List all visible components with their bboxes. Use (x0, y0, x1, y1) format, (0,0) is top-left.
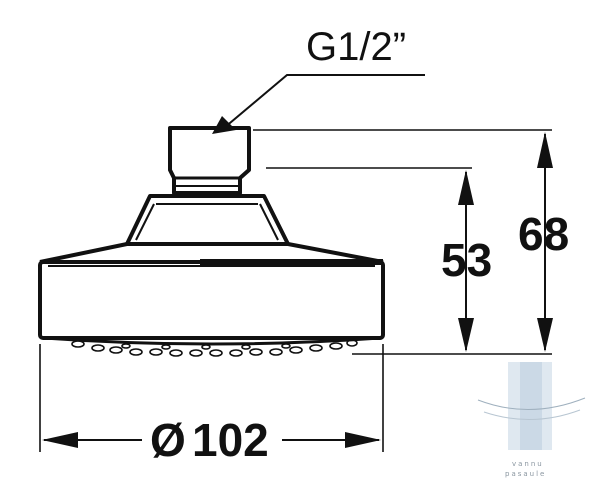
nozzle (169, 349, 183, 357)
disc-body (38, 242, 385, 346)
watermark-wave (477, 397, 586, 411)
nozzle (346, 339, 358, 347)
cone-inner-left (135, 203, 155, 241)
nozzle (149, 348, 163, 356)
watermark-logo: vannu pasaule (477, 362, 586, 478)
nozzle (269, 348, 283, 356)
nozzle (229, 349, 243, 357)
dimensions (39, 74, 553, 452)
nozzle (109, 346, 123, 354)
height-68-arrow-bottom (537, 318, 553, 352)
watermark-text-2: pasaule (505, 470, 546, 478)
diameter-label: Ø 102 (150, 414, 269, 466)
thread-leader (212, 74, 425, 134)
cone-inner-right (259, 203, 279, 241)
nozzle (189, 349, 203, 357)
watermark-bar-inner (520, 362, 542, 450)
height-68-dimension (537, 132, 553, 352)
nozzle (329, 342, 343, 350)
diameter-value: 102 (192, 414, 269, 466)
disc-top-slope (39, 242, 384, 264)
nozzle (209, 349, 223, 357)
watermark-wave-2 (483, 409, 581, 420)
connector-body (168, 126, 251, 195)
nozzle (129, 348, 143, 356)
diameter-symbol: Ø (150, 414, 186, 466)
cone-neck (125, 194, 290, 246)
shower-head (38, 126, 385, 357)
diameter-dimension (39, 344, 384, 452)
nozzle (91, 344, 105, 352)
watermark-text-1: vannu (512, 460, 544, 468)
nozzle (289, 346, 303, 354)
nozzle-inner (161, 344, 171, 350)
thread-connector (168, 126, 251, 195)
height-53-arrow-top (458, 170, 474, 205)
nozzle (249, 348, 263, 356)
nozzle (309, 344, 323, 352)
disc-bottom-curve (43, 336, 381, 346)
height-53-arrow-bottom (458, 318, 474, 352)
nozzle-row (71, 339, 358, 357)
thread-leader-arrowhead (212, 116, 236, 134)
nozzle (71, 340, 85, 348)
nozzle-inner (201, 344, 211, 350)
height-53-label: 53 (441, 234, 492, 286)
height-53-dimension (458, 170, 474, 352)
nozzle-inner (241, 344, 251, 350)
disc-band (38, 260, 385, 340)
diameter-arrow-right (345, 432, 381, 448)
height-68-arrow-top (537, 132, 553, 168)
diameter-arrow-left (42, 432, 78, 448)
thread-size-label: G1/2” (306, 25, 406, 69)
nozzle-inner (121, 343, 131, 349)
height-68-label: 68 (518, 208, 569, 260)
nozzle-inner (281, 343, 291, 349)
thread-leader-line (223, 74, 425, 129)
